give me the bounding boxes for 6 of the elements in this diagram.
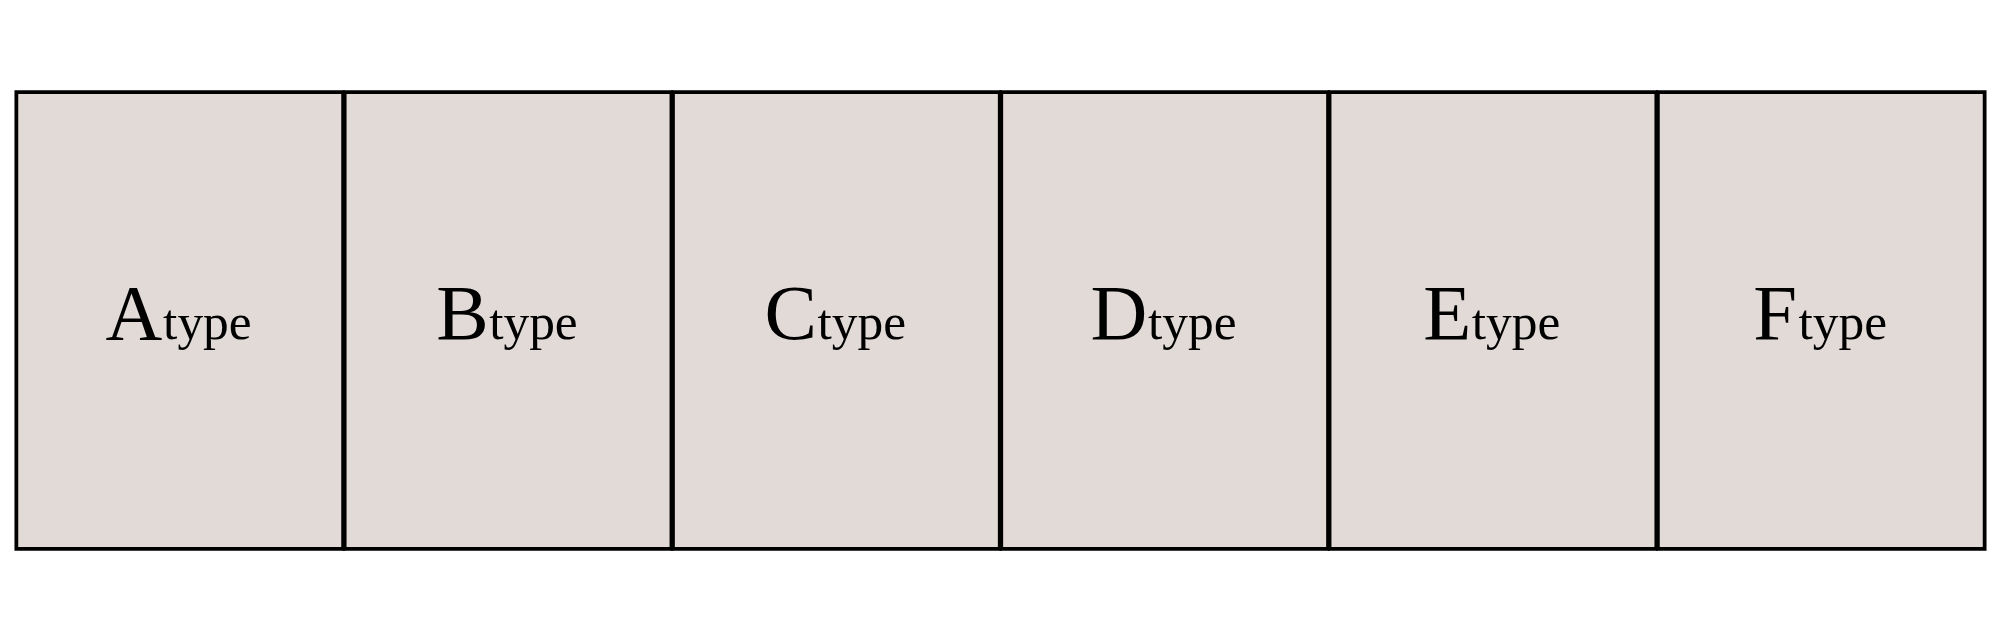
node-box: Ftype [1655,89,1987,551]
node-box: Atype [13,89,345,551]
node-box: Btype [342,89,673,551]
node-box: Ctype [670,89,1002,551]
node-box: Etype [1327,89,1658,551]
node-box: Dtype [998,89,1330,551]
